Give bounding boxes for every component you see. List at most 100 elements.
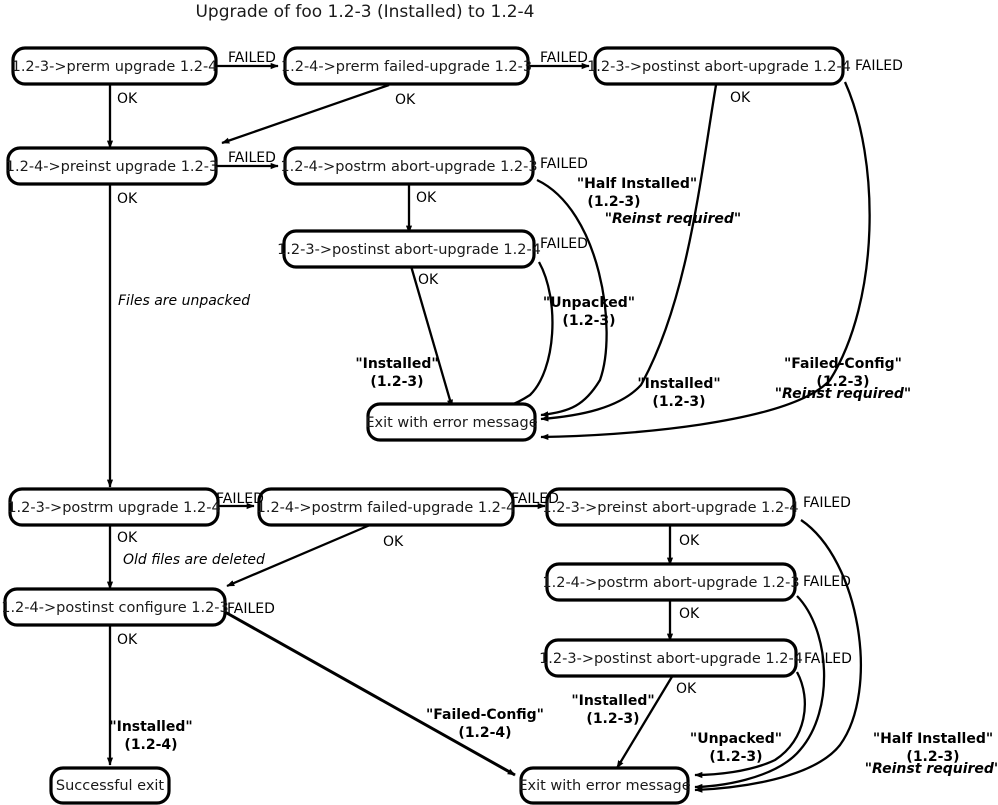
edge-n3-exit-failed [540, 81, 871, 440]
node-box [49, 766, 171, 805]
edge-label-n9-n11-ok: OK [383, 534, 404, 550]
edge-label-n3-exit-ok: OK [730, 90, 751, 106]
edge-label-n8-n11-ok: OK [117, 530, 138, 546]
edge-label-n5-exit-failed: FAILED [540, 156, 588, 172]
node-preinst-upgrade[interactable]: 1.2-4->preinst upgrade 1.2-3 [6, 146, 218, 186]
node-label: 1.2-3->postrm upgrade 1.2-4 [7, 500, 220, 516]
edge-label-n4-n8-ok: OK [117, 191, 138, 207]
node-box [519, 766, 690, 805]
state-unpacked-bottom: "Unpacked" (1.2-3) [690, 731, 782, 765]
state-line-3: "Reinst required" [775, 386, 911, 402]
node-label: 1.2-4->postinst configure 1.2-3 [1, 600, 229, 616]
edge-n10-exit-failed [694, 519, 863, 793]
state-line-1: "Unpacked" [543, 295, 635, 311]
node-postinst-abort-upgrade-mid[interactable]: 1.2-3->postinst abort-upgrade 1.2-4 [277, 229, 541, 269]
state-half-installed-bottom: "Half Installed" (1.2-3) "Reinst require… [865, 731, 998, 777]
node-box [257, 487, 515, 527]
node-preinst-abort-upgrade[interactable]: 1.2-3->preinst abort-upgrade 1.2-4 [542, 487, 799, 527]
node-postrm-abort-upgrade-bot[interactable]: 1.2-4->postrm abort-upgrade 1.2-3 [542, 562, 800, 602]
edge-n12-exit-failed [694, 595, 826, 791]
edge-n3-exit-ok [540, 84, 718, 422]
edge-label-files-unpacked: Files are unpacked [118, 293, 250, 309]
node-box [11, 46, 218, 86]
state-line-1: "Installed" [355, 356, 438, 372]
page-title: Upgrade of foo 1.2-3 (Installed) to 1.2-… [195, 2, 534, 22]
state-line-1: "Failed-Config" [426, 707, 544, 723]
edge-label-n12-exit-failed: FAILED [803, 574, 851, 590]
node-box [8, 487, 220, 527]
edge-label-n13-exit-ok: OK [676, 681, 697, 697]
edge-label-n13-exit-failed: FAILED [804, 651, 852, 667]
state-installed-bottom: "Installed" (1.2-3) [571, 693, 654, 727]
node-box [283, 46, 530, 86]
edge-label-n1-n2-failed: FAILED [228, 50, 276, 66]
node-box [593, 46, 845, 86]
state-line-2: (1.2-3) [709, 749, 762, 765]
node-exit-error-top[interactable]: Exit with error message [365, 402, 538, 442]
state-installed-success: "Installed" (1.2-4) [109, 719, 192, 753]
node-label: 1.2-3->postinst abort-upgrade 1.2-4 [277, 242, 541, 258]
edge-n13-exit-failed [694, 671, 806, 779]
edge-n2-n4-ok [221, 83, 390, 145]
node-postinst-configure[interactable]: 1.2-4->postinst configure 1.2-3 [1, 587, 229, 627]
state-failed-config-top: "Failed-Config" (1.2-3) "Reinst required… [775, 356, 911, 402]
node-postinst-abort-upgrade-bot[interactable]: 1.2-3->postinst abort-upgrade 1.2-4 [539, 638, 803, 678]
edge-label-n6-exit-failed: FAILED [540, 236, 588, 252]
node-prerm-failed-upgrade[interactable]: 1.2-4->prerm failed-upgrade 1.2-3 [281, 46, 532, 86]
node-box [544, 638, 798, 678]
state-installed-top-left: "Installed" (1.2-3) [355, 356, 438, 390]
node-box [545, 487, 796, 527]
edge-n6-exit-ok [409, 265, 454, 408]
state-line-1: "Installed" [637, 376, 720, 392]
node-exit-error-bottom[interactable]: Exit with error message [518, 766, 691, 805]
node-successful-exit[interactable]: Successful exit [49, 766, 171, 805]
node-prerm-upgrade[interactable]: 1.2-3->prerm upgrade 1.2-4 [11, 46, 218, 86]
node-box [6, 146, 218, 186]
node-label: 1.2-4->prerm failed-upgrade 1.2-3 [281, 59, 532, 75]
node-label: 1.2-3->postinst abort-upgrade 1.2-4 [539, 651, 803, 667]
node-postinst-abort-upgrade-top[interactable]: 1.2-3->postinst abort-upgrade 1.2-4 [587, 46, 851, 86]
node-box [283, 146, 535, 186]
state-line-1: "Failed-Config" [784, 356, 902, 372]
node-label: Exit with error message [365, 415, 537, 431]
state-line-2: (1.2-4) [124, 737, 177, 753]
edge-label-n10-exit-failed: FAILED [803, 495, 851, 511]
node-postrm-failed-upgrade[interactable]: 1.2-4->postrm failed-upgrade 1.2-4 [257, 487, 516, 527]
edge-label-n12-n13-ok: OK [679, 606, 700, 622]
edge-label-n5-n6-ok: OK [416, 190, 437, 206]
edge-label-n11-exit-failed: FAILED [227, 601, 275, 617]
edge-label-n9-n10-failed: FAILED [511, 491, 559, 507]
edge-label-n11-success-ok: OK [117, 632, 138, 648]
state-failed-config-bottom: "Failed-Config" (1.2-4) [426, 707, 544, 741]
node-box [282, 229, 536, 269]
node-postrm-upgrade[interactable]: 1.2-3->postrm upgrade 1.2-4 [7, 487, 221, 527]
state-line-1: "Half Installed" [873, 731, 993, 747]
state-line-3: "Reinst required" [865, 761, 998, 777]
edge-label-n2-n3-failed: FAILED [540, 50, 588, 66]
state-installed-top-mid: "Installed" (1.2-3) [637, 376, 720, 410]
node-box [366, 402, 537, 442]
state-line-2: (1.2-3) [906, 749, 959, 765]
edge-label-n8-n9-failed: FAILED [216, 491, 264, 507]
node-box [3, 587, 227, 627]
node-label: 1.2-4->postrm abort-upgrade 1.2-3 [542, 575, 799, 591]
state-line-2: (1.2-3) [586, 711, 639, 727]
edge-label-n3-exit-failed: FAILED [855, 58, 903, 74]
state-line-2: (1.2-3) [562, 313, 615, 329]
node-label: 1.2-4->postrm abort-upgrade 1.2-3 [280, 159, 537, 175]
node-label: Exit with error message [518, 778, 690, 794]
node-postrm-abort-upgrade-top[interactable]: 1.2-4->postrm abort-upgrade 1.2-3 [280, 146, 538, 186]
state-line-1: "Installed" [571, 693, 654, 709]
edge-n5-exit-failed [536, 178, 608, 418]
state-line-1: "Installed" [109, 719, 192, 735]
node-label: 1.2-4->postrm failed-upgrade 1.2-4 [257, 500, 516, 516]
state-line-2: (1.2-3) [652, 394, 705, 410]
state-unpacked-top: "Unpacked" (1.2-3) [543, 295, 635, 329]
node-label: 1.2-3->postinst abort-upgrade 1.2-4 [587, 59, 851, 75]
edge-n13-exit-ok [616, 674, 674, 769]
edge-label-n10-n12-ok: OK [679, 533, 700, 549]
edge-label-n2-n4-ok: OK [395, 92, 416, 108]
node-label: 1.2-3->prerm upgrade 1.2-4 [12, 59, 218, 75]
